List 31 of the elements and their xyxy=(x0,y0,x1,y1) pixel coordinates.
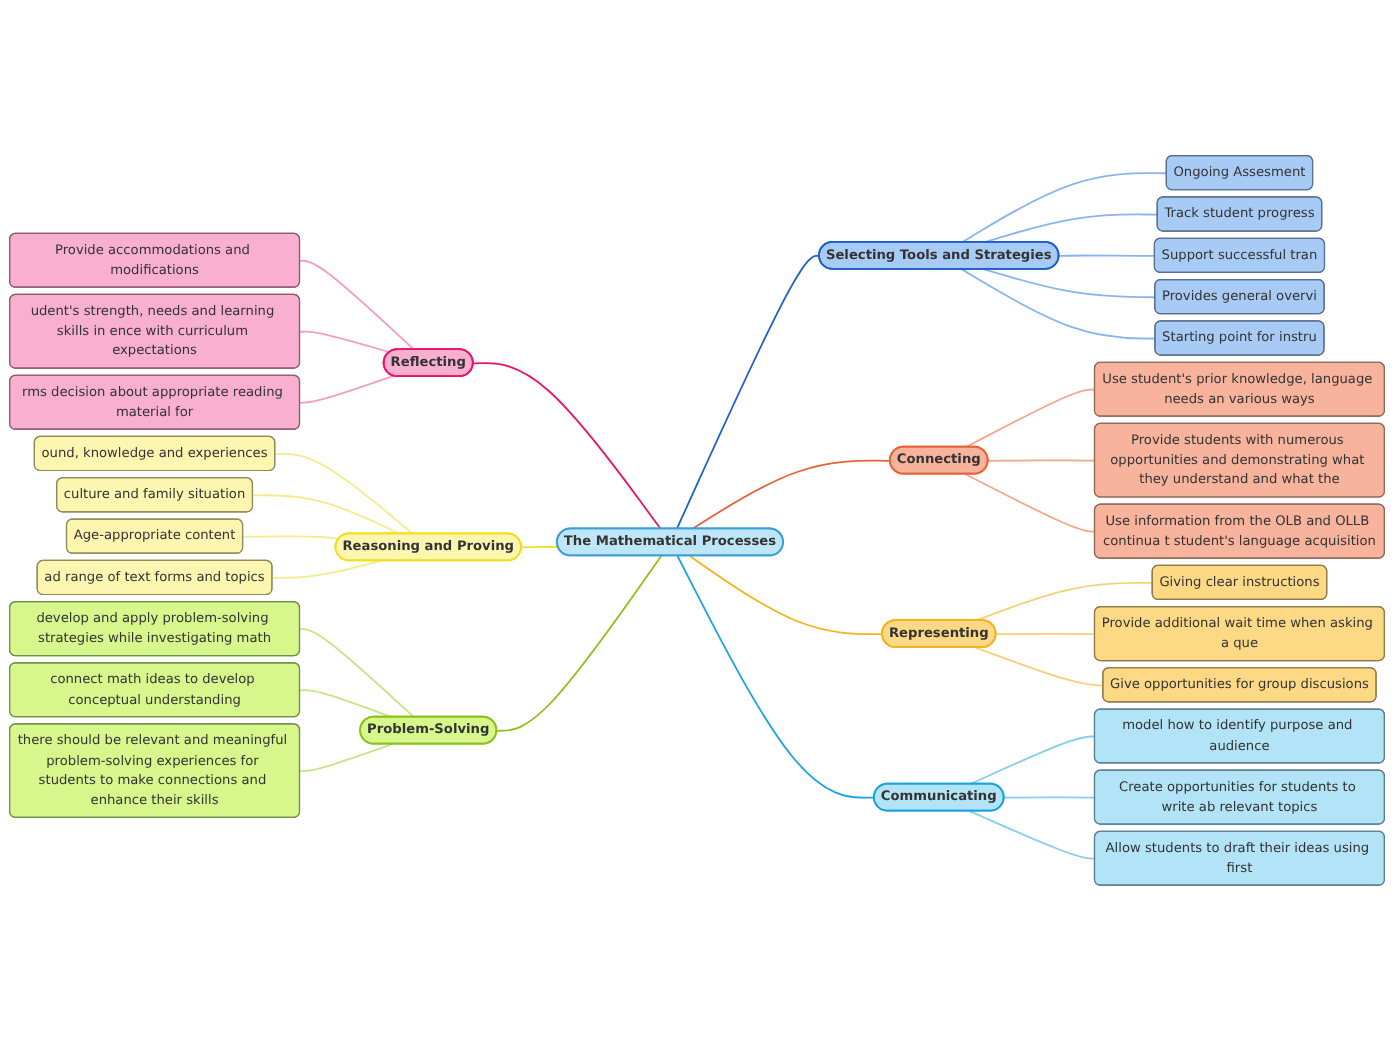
connector xyxy=(299,743,393,772)
connector xyxy=(299,259,416,351)
connector xyxy=(987,459,1096,462)
connector xyxy=(271,559,381,579)
connector xyxy=(252,493,402,535)
connector xyxy=(472,361,662,530)
connector xyxy=(274,452,414,535)
connector xyxy=(960,171,1168,243)
connector xyxy=(691,459,892,530)
connector xyxy=(242,535,341,540)
connector xyxy=(964,388,1096,448)
connector xyxy=(974,646,1105,686)
connector xyxy=(974,581,1154,622)
connector xyxy=(299,627,415,718)
connector xyxy=(1058,254,1156,257)
connector xyxy=(299,688,393,718)
connector xyxy=(299,374,395,404)
connector xyxy=(983,213,1159,243)
connector xyxy=(675,254,821,530)
connector xyxy=(520,545,560,548)
connector xyxy=(688,554,884,635)
connector xyxy=(995,632,1096,635)
connector xyxy=(1003,796,1096,799)
connector xyxy=(968,809,1096,860)
connector xyxy=(964,473,1096,533)
connector xyxy=(983,268,1157,298)
connector xyxy=(676,554,876,799)
connector xyxy=(960,268,1157,340)
connector xyxy=(299,330,391,353)
connector xyxy=(496,554,663,732)
connector xyxy=(968,735,1096,785)
